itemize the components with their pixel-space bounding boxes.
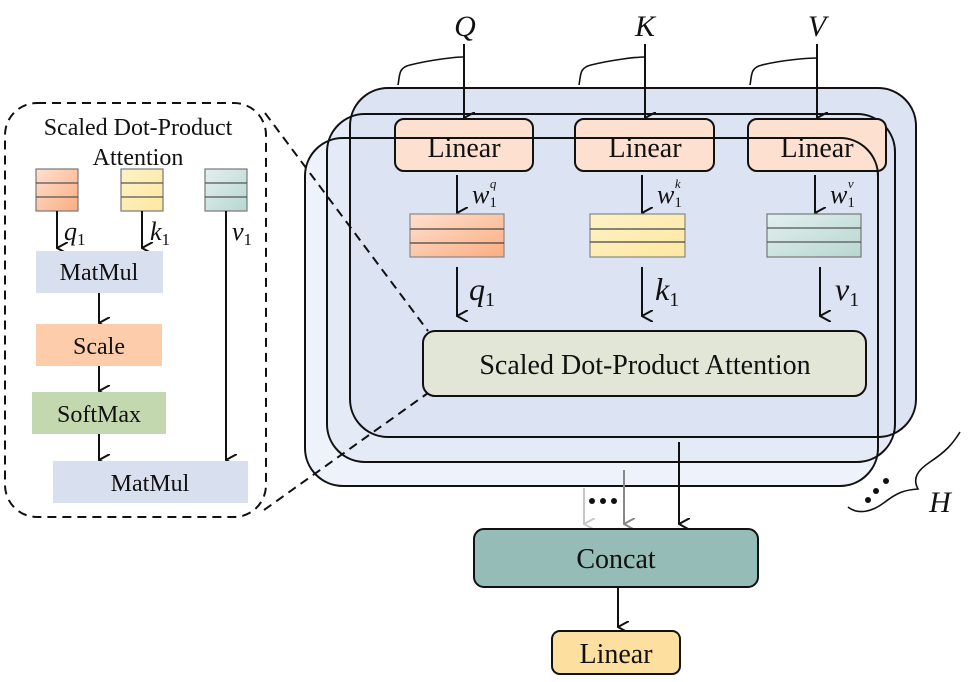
k-linear-box: Linear [574, 118, 715, 172]
concat-inputs-ellipsis [589, 498, 617, 504]
zoom-connector-bottom [263, 392, 429, 511]
q-linear-box: Linear [394, 118, 534, 172]
heads-stack-ellipsis [865, 478, 889, 503]
input-q-label: Q [454, 10, 476, 43]
inset-background [4, 102, 267, 518]
inset-title-line1: Scaled Dot-Product [44, 115, 233, 141]
heads-count-label: H [928, 486, 953, 519]
k1-label: k1 [655, 271, 679, 311]
inset-title-line2: Attention [93, 145, 184, 171]
inset-q-matrix [35, 168, 79, 212]
attention-box: Scaled Dot-Product Attention [422, 330, 867, 397]
input-k-label: K [634, 10, 657, 43]
final-linear-label: Linear [579, 639, 653, 670]
inset-q-label: q1 [64, 217, 86, 249]
inset-k-matrix [120, 168, 164, 212]
inset-v-label: v1 [232, 217, 252, 249]
input-v-label: V [808, 10, 830, 43]
k-weight-label: w1k [657, 176, 682, 211]
concat-box: Concat [473, 528, 759, 588]
zoom-connector-top [264, 112, 429, 332]
v-linear-box: Linear [747, 118, 887, 172]
inset-k-label: k1 [150, 217, 170, 249]
inset-panel: Scaled Dot-Product Attention q1 k1 v1 Ma… [4, 102, 267, 518]
input-braces [397, 56, 819, 86]
inset-softmax-label: SoftMax [57, 402, 141, 428]
q-weight-label: w1q [472, 176, 497, 211]
inset-matmul1-box [36, 251, 163, 293]
k-matrix [589, 213, 686, 258]
inset-scale-box [36, 324, 162, 366]
inset-matmul2-label: MatMul [111, 471, 190, 497]
inset-softmax-box [32, 392, 166, 434]
v-weight-label: w1v [830, 176, 855, 211]
v1-label: v1 [835, 271, 859, 311]
heads-brace [847, 431, 961, 513]
final-linear-box: Linear [551, 630, 681, 675]
head-panel-back-top-edge [343, 137, 879, 177]
inset-v-matrix [204, 168, 248, 212]
inset-matmul2-box [53, 461, 248, 503]
inset-matmul1-label: MatMul [60, 260, 139, 286]
q-matrix [409, 213, 505, 258]
concat-label: Concat [576, 544, 656, 575]
v-matrix [766, 213, 862, 258]
attention-label: Scaled Dot-Product Attention [479, 350, 810, 381]
q1-label: q1 [469, 271, 495, 311]
inset-scale-label: Scale [73, 334, 125, 360]
head-panel-mid-outline [326, 113, 896, 463]
